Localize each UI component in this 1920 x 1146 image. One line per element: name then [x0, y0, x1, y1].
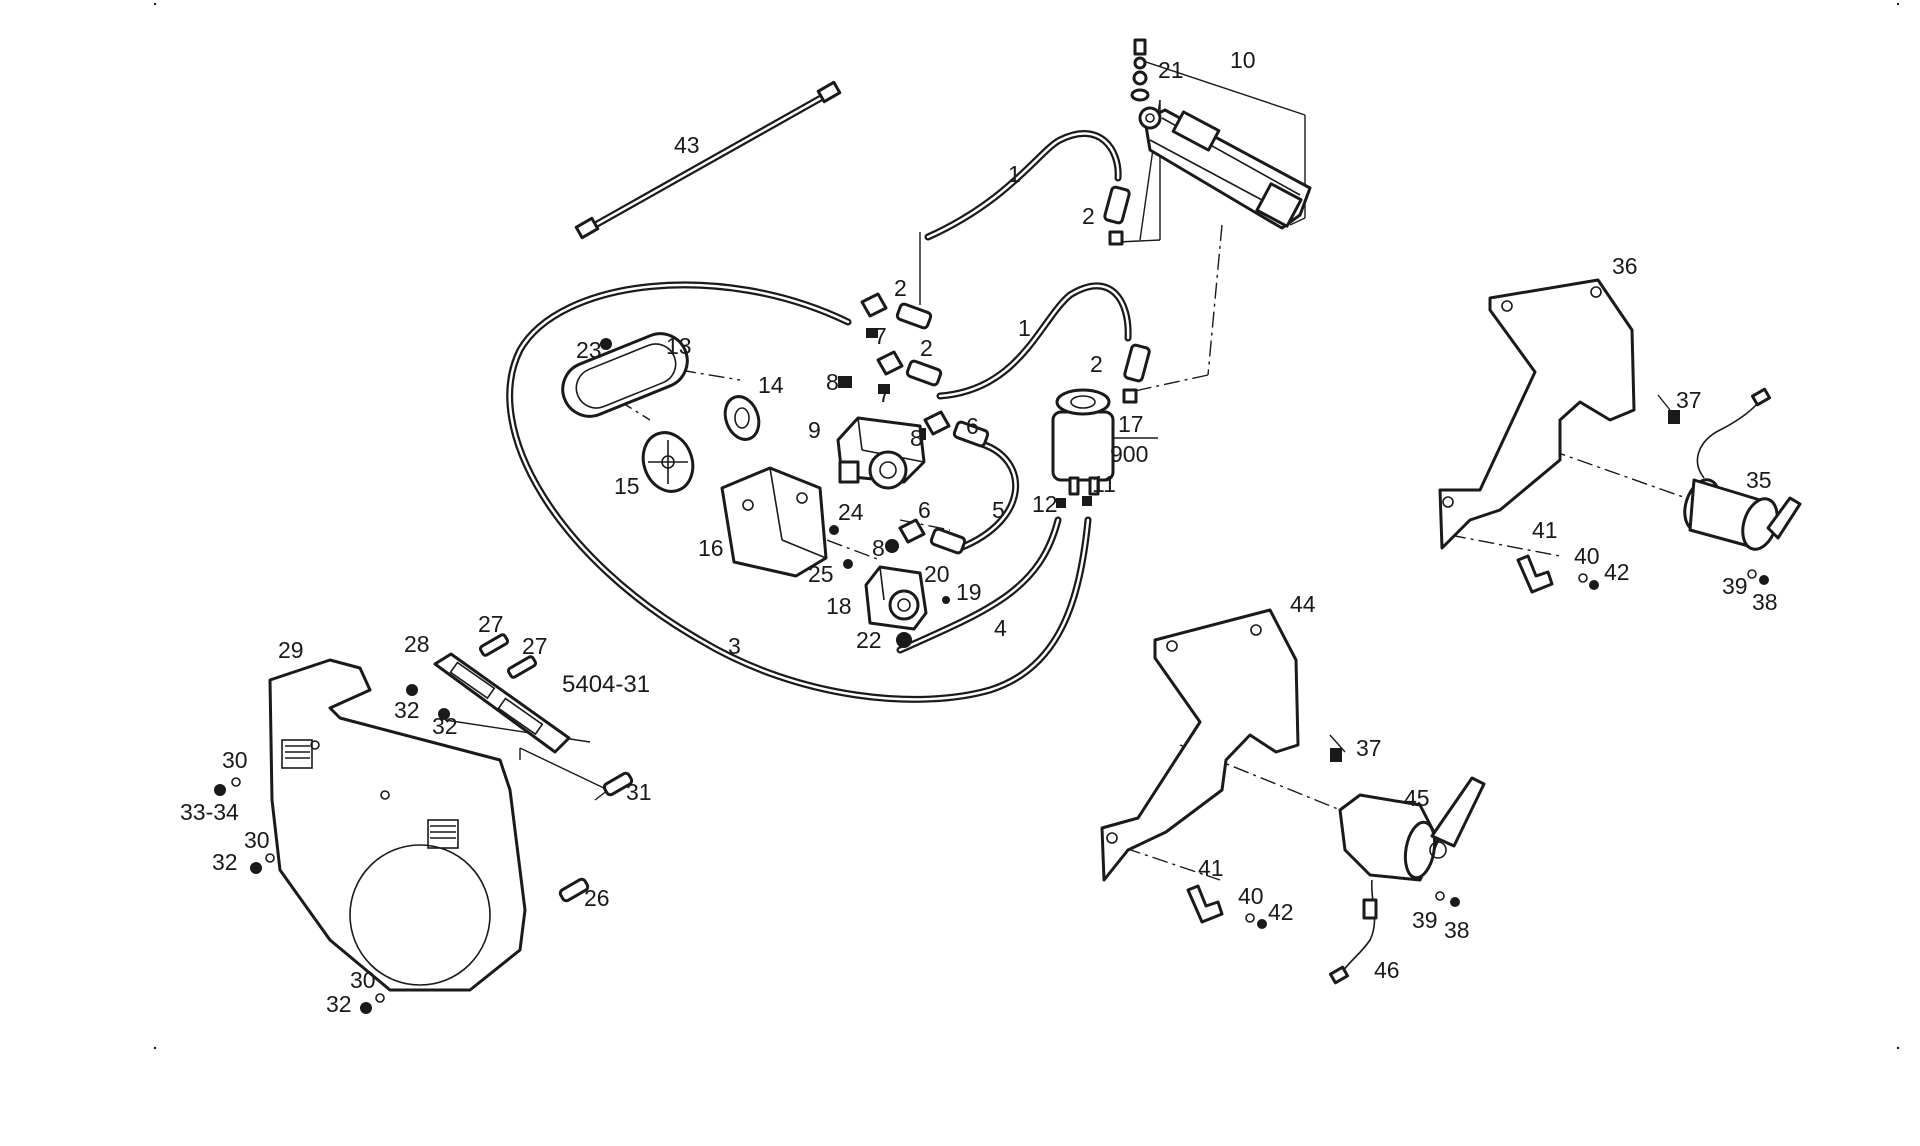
part-21-bolt-stack	[1130, 38, 1150, 102]
part-17-reservoir	[1051, 388, 1115, 508]
label-29: 29	[278, 637, 304, 663]
part-35-actuator	[1683, 387, 1802, 585]
label-22: 22	[856, 627, 882, 653]
label-2d: 2	[1090, 351, 1103, 377]
part-43-cable	[574, 80, 842, 240]
label-2c: 2	[920, 335, 933, 361]
label-2b: 2	[894, 275, 907, 301]
part-16-bracket	[720, 466, 828, 578]
part-1-hose-upper	[924, 130, 1122, 241]
label-30c: 30	[350, 967, 376, 993]
label-39a: 39	[1722, 573, 1748, 599]
label-35: 35	[1746, 467, 1772, 493]
label-5: 5	[992, 497, 1005, 523]
label-38b: 38	[1444, 917, 1470, 943]
label-3: 3	[728, 633, 741, 659]
label-46: 46	[1374, 957, 1400, 983]
part-28-plate	[433, 652, 571, 754]
label-25: 25	[808, 561, 834, 587]
label-10: 10	[1230, 47, 1256, 73]
label-26: 26	[584, 885, 610, 911]
label-39b: 39	[1412, 907, 1438, 933]
label-27a: 27	[478, 611, 504, 637]
label-7b: 7	[878, 381, 891, 407]
drawing-reference: 5404-31	[562, 671, 650, 698]
label-24: 24	[838, 499, 864, 525]
part-29-cover	[268, 658, 527, 992]
part-3-hose-loop	[506, 281, 1092, 703]
label-30a: 30	[222, 747, 248, 773]
label-20: 20	[924, 561, 950, 587]
label-23: 23	[576, 337, 602, 363]
label-16: 16	[698, 535, 724, 561]
part-9-pump	[836, 416, 926, 490]
small-parts-cover	[214, 338, 950, 1014]
label-1b: 1	[1018, 315, 1031, 341]
part-10-hydraulic-cylinder	[1138, 106, 1312, 230]
label-38a: 38	[1752, 589, 1778, 615]
label-27b: 27	[522, 633, 548, 659]
label-43: 43	[674, 132, 700, 158]
label-41b: 41	[1198, 855, 1224, 881]
part-15-pulley	[641, 431, 695, 493]
part-36-bracket	[1438, 278, 1636, 550]
label-8b: 8	[910, 425, 923, 451]
part-44-bracket	[1100, 608, 1300, 882]
part-2-fittings	[860, 185, 1151, 555]
label-37b: 37	[1356, 735, 1382, 761]
label-30b: 30	[244, 827, 270, 853]
label-44: 44	[1290, 591, 1316, 617]
label-4: 4	[994, 615, 1007, 641]
label-7a: 7	[874, 323, 887, 349]
part-14-pulley	[723, 395, 761, 441]
part-1-hose-lower	[936, 282, 1132, 400]
label-41a: 41	[1532, 517, 1558, 543]
label-37a: 37	[1676, 387, 1702, 413]
label-12: 12	[1032, 491, 1058, 517]
label-8a: 8	[826, 369, 839, 395]
label-36: 36	[1612, 253, 1638, 279]
label-11: 11	[1092, 471, 1116, 497]
label-42a: 42	[1604, 559, 1630, 585]
label-45: 45	[1404, 785, 1430, 811]
label-900: 900	[1110, 441, 1148, 467]
label-18: 18	[826, 593, 852, 619]
label-31: 31	[626, 779, 652, 805]
label-33-34: 33-34	[180, 799, 239, 825]
label-13: 13	[666, 333, 692, 359]
label-15: 15	[614, 473, 640, 499]
label-2a: 2	[1082, 203, 1095, 229]
corner-marks	[153, 2, 1900, 1050]
label-8c: 8	[872, 535, 885, 561]
label-21: 21	[1158, 57, 1184, 83]
label-6a: 6	[966, 413, 979, 439]
label-9: 9	[808, 417, 821, 443]
label-14: 14	[758, 372, 784, 398]
label-40b: 40	[1238, 883, 1264, 909]
label-1a: 1	[1008, 161, 1021, 187]
part-5-hose	[956, 440, 1020, 552]
label-32a: 32	[394, 697, 420, 723]
part-labels: 10 21 43 1 2 2 2 1 2 7 7 8 8 8 9 23 13 1…	[180, 47, 1778, 1017]
label-6b: 6	[918, 497, 931, 523]
part-18-pump	[864, 565, 928, 648]
part-13-belt	[561, 332, 689, 418]
label-32c: 32	[212, 849, 238, 875]
part-45-actuator	[1328, 776, 1486, 985]
label-42b: 42	[1268, 899, 1294, 925]
label-17: 17	[1118, 411, 1144, 437]
label-32b: 32	[432, 713, 458, 739]
part-41-clips	[1186, 410, 1680, 929]
part-4-hose	[896, 516, 1062, 654]
label-28: 28	[404, 631, 430, 657]
label-40a: 40	[1574, 543, 1600, 569]
label-19: 19	[956, 579, 982, 605]
label-32d: 32	[326, 991, 352, 1017]
